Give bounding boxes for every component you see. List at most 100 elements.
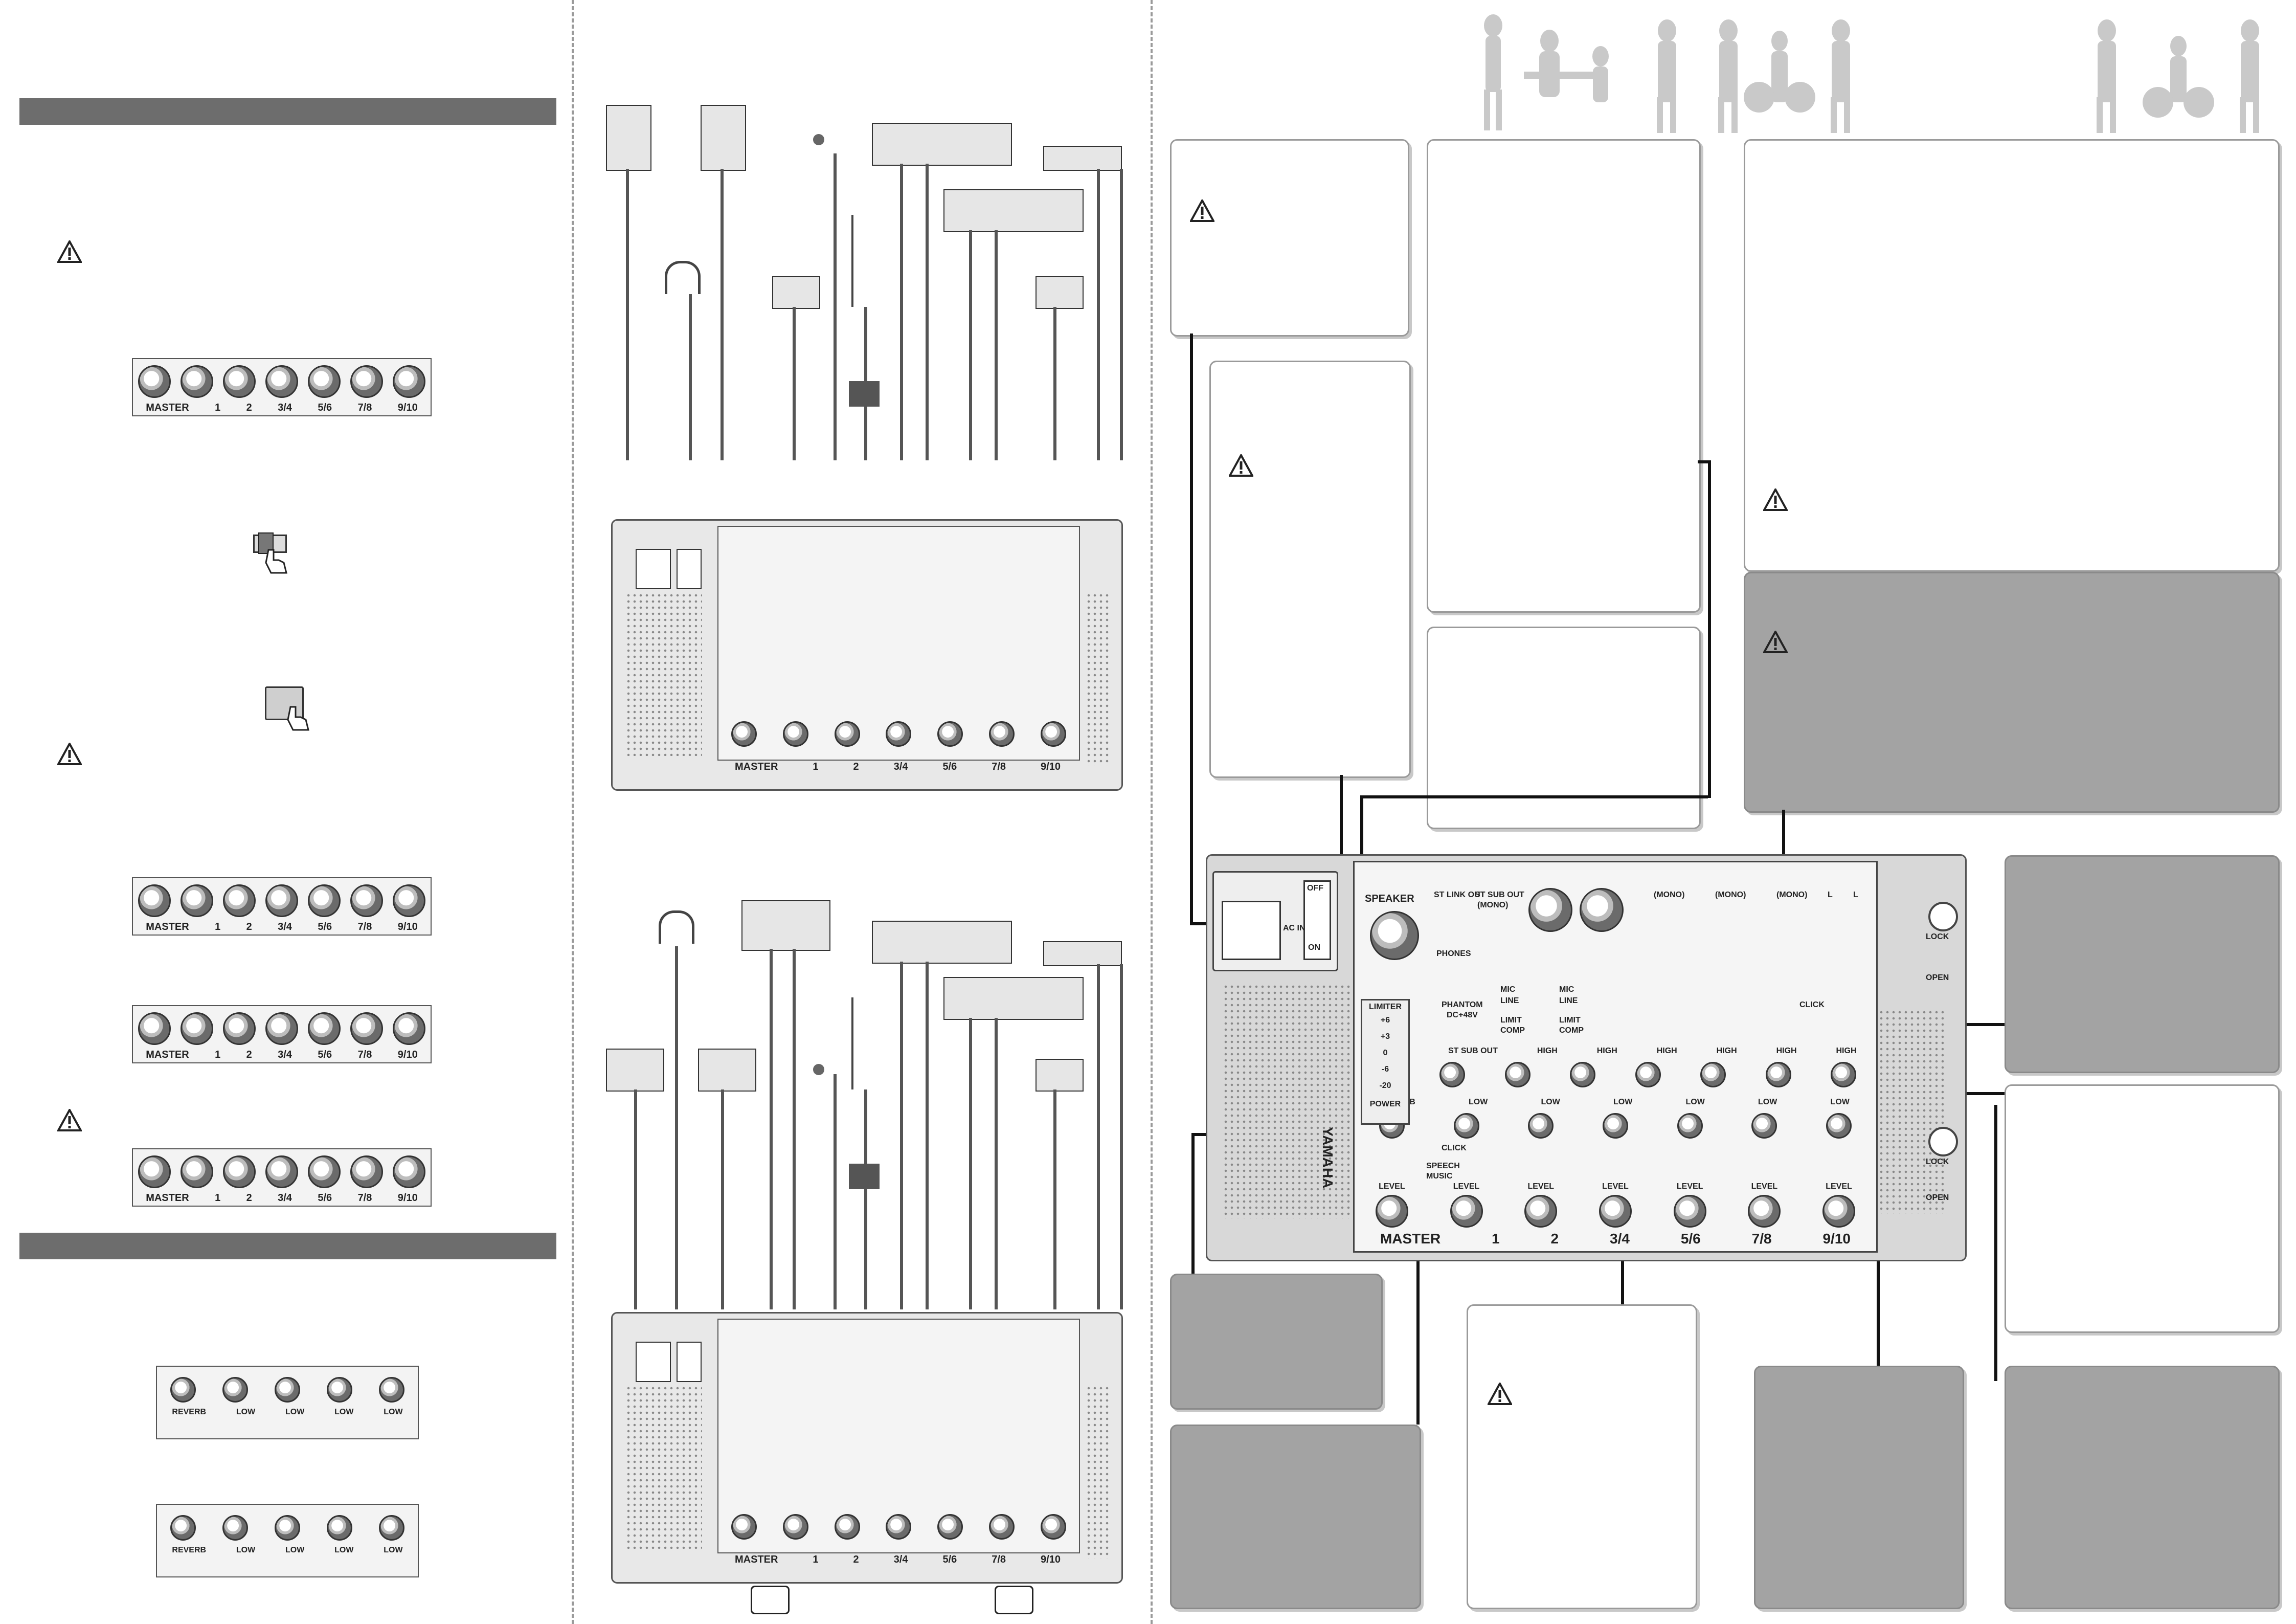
eq-high-label: HIGH bbox=[1716, 1047, 1737, 1055]
limiter-scale-2: 0 bbox=[1383, 1049, 1388, 1057]
speaker-jack[interactable] bbox=[1370, 911, 1419, 960]
cable bbox=[834, 1074, 837, 1309]
phantom-label: PHANTOM bbox=[1442, 1000, 1483, 1009]
channel-label-2: 2 bbox=[853, 1554, 859, 1565]
channel-label-master: MASTER bbox=[146, 921, 189, 932]
cable bbox=[770, 949, 773, 1309]
cable bbox=[721, 1089, 724, 1309]
channel-label-9-10: 9/10 bbox=[1822, 1231, 1851, 1247]
laptop-icon bbox=[1036, 1059, 1084, 1092]
eq-high-label: HIGH bbox=[1596, 1047, 1617, 1055]
leader-line bbox=[1416, 1207, 1420, 1425]
comp-label: COMP bbox=[1559, 1026, 1584, 1035]
leader-line bbox=[1360, 795, 1708, 798]
open-label: OPEN bbox=[1926, 973, 1949, 982]
cable bbox=[675, 946, 678, 1309]
channel-label-7-8: 7/8 bbox=[357, 1192, 372, 1204]
eq-high-knob[interactable] bbox=[1570, 1062, 1596, 1087]
music-label: MUSIC bbox=[1426, 1172, 1453, 1181]
level-knob-1[interactable] bbox=[1450, 1195, 1483, 1228]
channel-label-7-8: 7/8 bbox=[992, 1554, 1006, 1565]
mono-label: (MONO) bbox=[1654, 891, 1685, 899]
callout-card bbox=[1427, 139, 1701, 613]
phantom-voltage-label: DC+48V bbox=[1447, 1011, 1478, 1019]
comp-label: COMP bbox=[1500, 1026, 1525, 1035]
eq-low-label: LOW bbox=[384, 1546, 403, 1554]
lock-ring[interactable] bbox=[1928, 902, 1958, 931]
lock-ring[interactable] bbox=[1928, 1127, 1958, 1156]
callout-card bbox=[2005, 855, 2280, 1073]
level-knob-strip: MASTER 1 2 3/4 5/6 7/8 9/10 bbox=[132, 877, 432, 936]
channel-label-7-8: 7/8 bbox=[357, 921, 372, 932]
power-switch[interactable] bbox=[677, 549, 702, 589]
cable bbox=[926, 962, 929, 1309]
guitar-icon bbox=[851, 215, 879, 307]
hand-pointer-icon bbox=[287, 706, 309, 731]
reverb-eq-strip: REVERB LOW LOW LOW LOW bbox=[156, 1504, 419, 1577]
cable bbox=[969, 1018, 972, 1309]
keyboard-icon bbox=[943, 189, 1084, 232]
eq-high-label: HIGH bbox=[1836, 1047, 1857, 1055]
channel-label-3-4: 3/4 bbox=[278, 921, 292, 932]
cable bbox=[834, 153, 837, 460]
eq-low-knob[interactable] bbox=[1826, 1113, 1852, 1139]
leader-line bbox=[1190, 333, 1193, 924]
channel-label-2: 2 bbox=[246, 402, 252, 413]
channel-label-master: MASTER bbox=[734, 761, 778, 772]
footswitch-icon bbox=[995, 1586, 1033, 1614]
cable bbox=[1053, 1089, 1056, 1309]
eq-high-knob[interactable] bbox=[1765, 1062, 1791, 1087]
st-sub-out-knob[interactable] bbox=[1439, 1062, 1466, 1087]
channel-label-9-10: 9/10 bbox=[1041, 1554, 1061, 1565]
eq-low-knob[interactable] bbox=[1602, 1113, 1628, 1139]
callout-card bbox=[1170, 139, 1409, 337]
eq-low-label: LOW bbox=[1468, 1098, 1488, 1106]
speaker-icon bbox=[606, 105, 651, 171]
cd-player-icon bbox=[1043, 941, 1122, 966]
guitar-icon bbox=[851, 997, 879, 1089]
callout-card bbox=[1744, 139, 2280, 572]
level-knob-9-10[interactable] bbox=[1822, 1195, 1856, 1228]
channel-label-9-10: 9/10 bbox=[397, 1049, 418, 1060]
eq-low-knob[interactable] bbox=[1453, 1113, 1479, 1139]
channel-label-5-6: 5/6 bbox=[318, 1049, 332, 1060]
cable bbox=[689, 294, 692, 460]
eq-low-knob[interactable] bbox=[1677, 1113, 1703, 1139]
level-knob-5-6[interactable] bbox=[1673, 1195, 1706, 1228]
eq-high-knob[interactable] bbox=[1700, 1062, 1726, 1087]
channel-label-1: 1 bbox=[215, 402, 221, 413]
ac-inlet bbox=[1222, 901, 1281, 960]
channel-label-1: 1 bbox=[813, 761, 819, 772]
mono-label: (MONO) bbox=[1715, 891, 1746, 899]
channel-label-master: MASTER bbox=[146, 1192, 189, 1204]
caution-icon bbox=[1763, 631, 1788, 653]
cable bbox=[634, 1089, 637, 1309]
eq-high-knob[interactable] bbox=[1635, 1062, 1661, 1087]
limiter-scale-3: -6 bbox=[1381, 1065, 1389, 1074]
xlr-input-2[interactable] bbox=[1580, 888, 1624, 932]
microphone-icon bbox=[813, 134, 824, 145]
laptop-icon bbox=[772, 276, 820, 309]
channel-label-3-4: 3/4 bbox=[278, 1192, 292, 1204]
off-label: OFF bbox=[1307, 884, 1323, 893]
eq-low-knob[interactable] bbox=[1528, 1113, 1554, 1139]
channel-label-7-8: 7/8 bbox=[992, 761, 1006, 772]
level-knob-3-4[interactable] bbox=[1599, 1195, 1632, 1228]
power-switch[interactable] bbox=[677, 1342, 702, 1382]
power-switch[interactable]: OFF ON bbox=[1303, 880, 1331, 960]
eq-high-knob[interactable] bbox=[1504, 1062, 1530, 1087]
channel-label-3-4: 3/4 bbox=[278, 1049, 292, 1060]
eq-low-label: LOW bbox=[1613, 1098, 1633, 1106]
caution-icon bbox=[57, 1109, 82, 1131]
cable bbox=[1120, 169, 1123, 460]
level-knob-2[interactable] bbox=[1524, 1195, 1558, 1228]
limiter-scale-4: -20 bbox=[1379, 1081, 1391, 1090]
master-level-knob[interactable] bbox=[1375, 1195, 1408, 1228]
eq-low-knob[interactable] bbox=[1751, 1113, 1777, 1139]
mono-label: (MONO) bbox=[1776, 891, 1808, 899]
eq-high-knob[interactable] bbox=[1831, 1062, 1857, 1087]
microphone-icon bbox=[813, 1064, 824, 1075]
level-knob-7-8[interactable] bbox=[1748, 1195, 1781, 1228]
xlr-input-1[interactable] bbox=[1528, 888, 1572, 932]
eq-low-label: LOW bbox=[334, 1546, 354, 1554]
